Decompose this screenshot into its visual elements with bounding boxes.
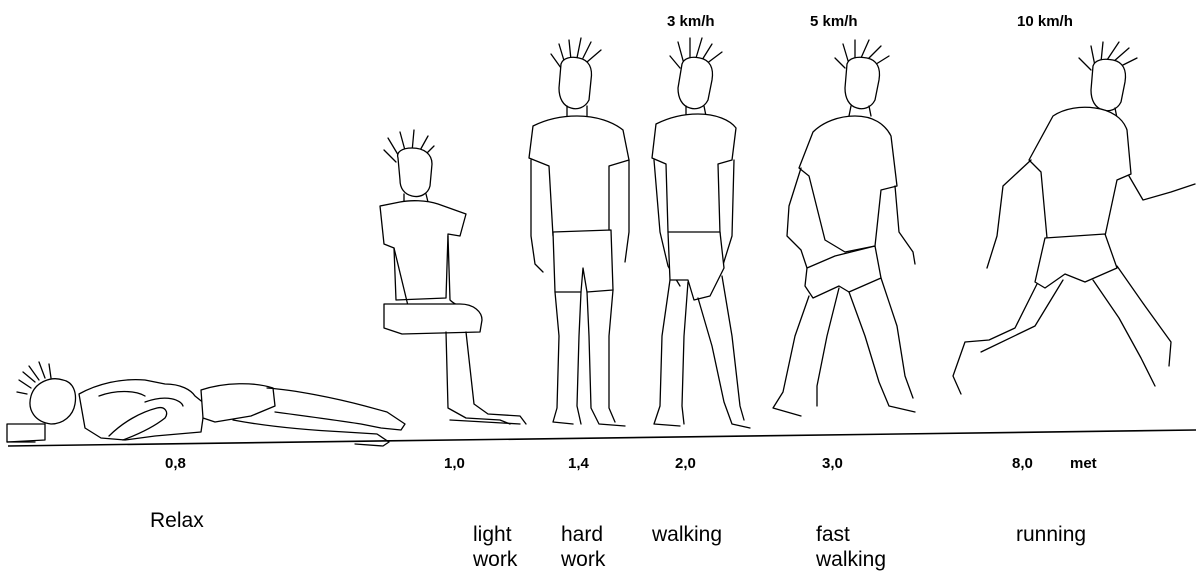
sitting-figure [370, 128, 530, 430]
met-value-hard-work: 1,4 [568, 456, 589, 471]
activity-label-light-work: light work [473, 522, 517, 572]
speed-label-running: 10 km/h [1017, 14, 1073, 29]
lying-figure [5, 350, 415, 450]
activity-label-hard-work: hard work [561, 522, 605, 572]
walking-figure [640, 36, 760, 430]
met-value-walking: 2,0 [675, 456, 696, 471]
met-value-light-work: 1,0 [444, 456, 465, 471]
activity-label-relax: Relax [150, 508, 204, 533]
activity-label-running: running [1016, 522, 1086, 547]
met-value-running: 8,0 [1012, 456, 1033, 471]
met-value-relax: 0,8 [165, 456, 186, 471]
running-figure [945, 36, 1200, 412]
speed-label-walking: 3 km/h [667, 14, 715, 29]
standing-figure [525, 36, 635, 428]
fast-walking-figure [765, 36, 945, 430]
speed-label-fast-walking: 5 km/h [810, 14, 858, 29]
met-value-fast-walking: 3,0 [822, 456, 843, 471]
activity-label-fast-walking: fast walking [816, 522, 886, 572]
met-unit: met [1070, 456, 1097, 471]
activity-label-walking: walking [652, 522, 722, 547]
